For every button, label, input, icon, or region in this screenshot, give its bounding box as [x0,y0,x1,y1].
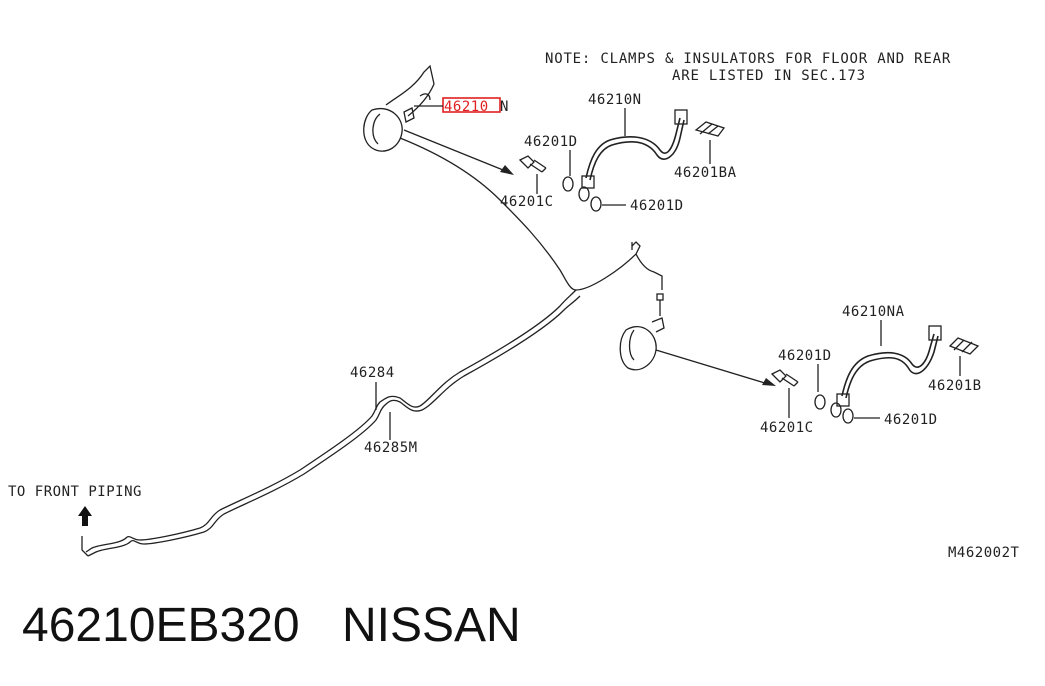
front-hose-highlight-label: 46210 [444,99,489,115]
rear-banjo [830,402,842,418]
label-46201BA: 46201BA [674,165,737,181]
front-brake-hose [581,109,688,189]
front-caliper-illustration [363,64,435,152]
label-46285M: 46285M [364,440,418,456]
label-46201D-front-bottom: 46201D [630,198,684,214]
front-banjo [578,186,590,202]
label-46284: 46284 [350,365,395,381]
front-clip [694,121,726,137]
figure-code: M462002T [948,545,1020,561]
note-line-1: NOTE: CLAMPS & INSULATORS FOR FLOOR AND … [545,51,951,67]
arrow-rear [762,378,776,386]
front-washer-top [562,176,574,192]
front-bolt [518,155,547,173]
rear-clip [948,337,980,355]
rear-brake-hose [836,325,942,407]
brake-tube-main [85,137,663,557]
label-46201D-rear-bottom: 46201D [884,412,938,428]
note-line-2: ARE LISTED IN SEC.173 [672,68,866,84]
front-washer-bottom [590,196,602,212]
highlight-box [442,97,501,113]
label-46210N: 46210N [588,92,642,108]
label-46201C-front: 46201C [500,194,554,210]
rear-washer-top [814,394,826,410]
label-46201B: 46201B [928,378,982,394]
label-46201D-rear-top: 46201D [778,348,832,364]
part-number: 46210EB320 [22,599,300,652]
arrow-up-icon [78,506,92,526]
label-46201C-rear: 46201C [760,420,814,436]
arrow-front [500,165,514,175]
label-to-front-piping: TO FRONT PIPING [8,484,142,500]
brand-name: NISSAN [342,599,521,652]
front-hose-highlight-suffix: N [500,99,509,115]
rear-caliper-illustration [619,293,665,371]
rear-washer-bottom [842,408,854,424]
label-46201D-front-top: 46201D [524,134,578,150]
label-46210NA: 46210NA [842,304,905,320]
rear-bolt [770,369,799,387]
